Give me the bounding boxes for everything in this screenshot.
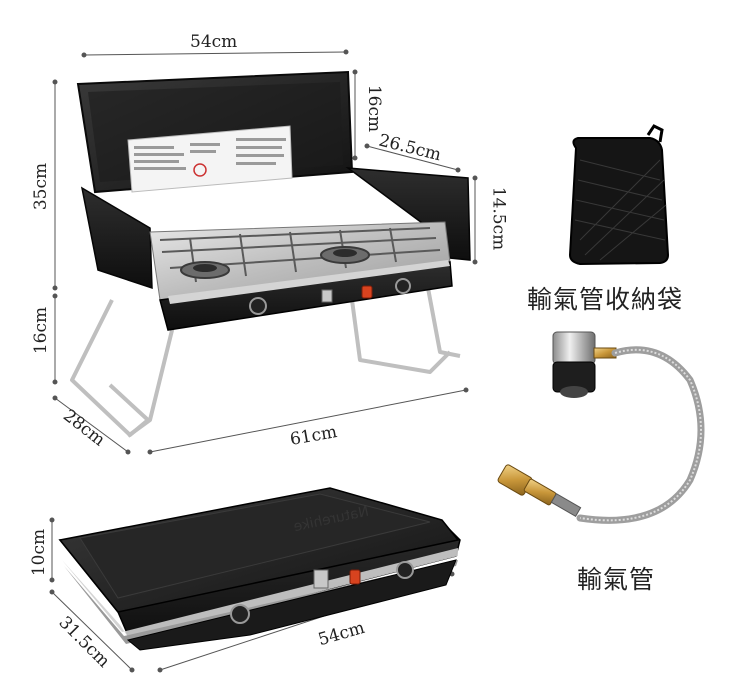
stove-legs xyxy=(70,287,461,438)
label-hose: 輸氣管 xyxy=(577,565,656,594)
dim-closed-height: 10cm xyxy=(29,528,50,577)
gas-hose-illustration xyxy=(497,331,705,524)
open-stove xyxy=(70,70,471,438)
dim-top-width: 54cm xyxy=(190,32,238,52)
dim-lid-height: 16cm xyxy=(364,84,385,133)
closed-left-knob xyxy=(230,604,250,624)
dim-wind-height: 14.5cm xyxy=(488,186,509,251)
mesh-bag-illustration xyxy=(568,124,670,266)
dim-leg-height: 16cm xyxy=(31,306,52,355)
left-knob xyxy=(249,297,267,315)
closed-right-knob xyxy=(396,561,414,579)
brass-connector xyxy=(497,464,582,518)
gas-inlet xyxy=(321,289,333,303)
dim-total-height: 35cm xyxy=(31,162,52,211)
label-hose-bag: 輸氣管收納袋 xyxy=(527,285,684,314)
right-knob xyxy=(395,278,411,294)
igniter-button xyxy=(361,285,373,299)
closed-stove: Naturehike xyxy=(58,487,461,651)
